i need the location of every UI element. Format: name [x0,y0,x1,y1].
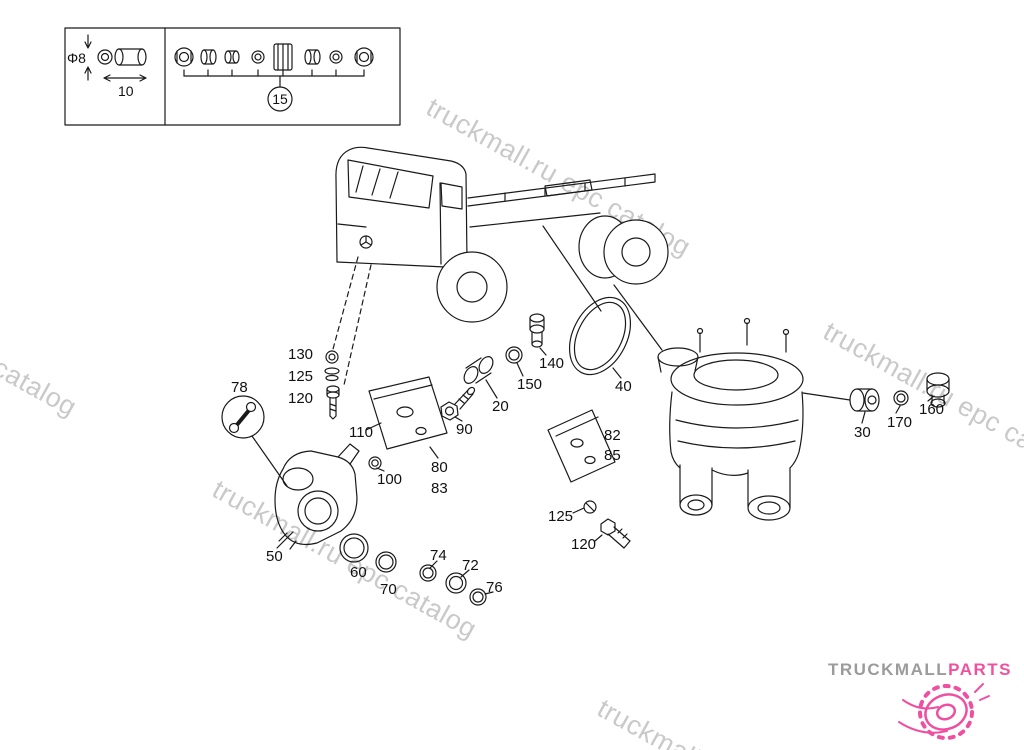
part-label-80-10: 80 [431,459,448,476]
part-label-78-3: 78 [231,379,248,396]
part-label-160-25: 160 [919,401,945,418]
part-label-70-19: 70 [380,581,397,598]
part-label-30-23: 30 [854,424,871,441]
part-label-60-18: 60 [350,564,367,581]
rings-60-70-74-72-76 [339,533,487,606]
part-label-125-15: 125 [548,508,574,525]
fittings-30-170-160 [849,372,950,412]
part-label-50-17: 50 [266,548,283,565]
part-label-150-7: 150 [517,376,543,393]
logo-suffix: PARTS [948,660,1012,679]
bracket-110 [368,376,448,450]
wrench-symbol-78 [221,395,265,439]
brand-logo: TRUCKMALLPARTS [828,660,1012,680]
part-label-120-2: 120 [288,390,314,407]
inset-group-label: 15 [272,91,288,107]
leader-lines [251,225,935,595]
part-label-20-6: 20 [492,398,509,415]
part-label-170-24: 170 [887,414,913,431]
part-label-82-13: 82 [604,427,621,444]
sleeve-20 [463,356,494,384]
part-label-110-4: 110 [349,424,373,441]
part-label-85-14: 85 [604,447,621,464]
bracket-82-85 [547,409,616,483]
part-label-125-1: 125 [288,368,314,385]
ring-150 [505,346,523,364]
screw-90 [440,386,476,421]
fastener-stack-130-125-120 [324,350,340,420]
part-label-72-21: 72 [462,557,479,574]
part-label-90-5: 90 [456,421,473,438]
valve-assembly [657,317,804,521]
part-label-76-22: 76 [486,579,503,596]
inset-diameter-label: Φ8 [67,50,86,66]
fitting-140 [529,313,545,348]
release-housing-50 [274,443,360,550]
part-label-74-20: 74 [430,547,447,564]
part-label-40-9: 40 [615,378,632,395]
ring-100 [368,456,382,470]
part-label-100-12: 100 [377,471,403,488]
part-label-83-11: 83 [431,480,448,497]
gasket-40 [568,296,632,376]
inset-length-label: 10 [118,83,134,99]
logo-brand: TRUCKMALL [827,660,949,679]
part-label-120-16: 120 [571,536,597,553]
inset-box-drawing [64,27,401,126]
logo-gear-icon [898,683,990,740]
screw-125-bolt-120 [583,500,631,549]
part-label-130-0: 130 [288,346,314,363]
truck-sketch [335,146,669,323]
part-label-140-8: 140 [539,355,565,372]
